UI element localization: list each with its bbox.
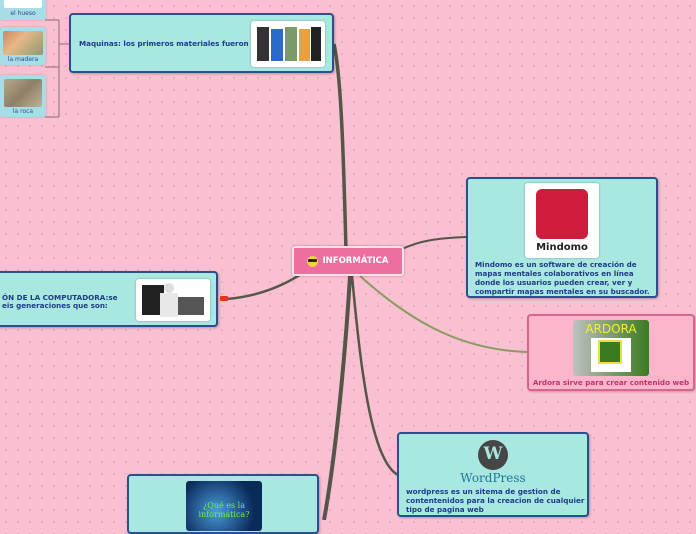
- wordpress-logo-icon: W: [478, 440, 508, 470]
- node-ardora[interactable]: ARDORA Ardora sirve para crear contenido…: [527, 314, 695, 391]
- informatica-image: ¿Qué es la informática?: [186, 481, 262, 531]
- node-text: Mindomo es un software de creación de ma…: [475, 260, 650, 296]
- central-topic[interactable]: INFORMÁTICA: [292, 246, 404, 276]
- material-label: el hueso: [10, 10, 36, 17]
- node-text-line2: eis generaciones que son:: [2, 301, 108, 310]
- computer-repair-image: [136, 279, 210, 321]
- wood-image: [3, 31, 43, 55]
- mindomo-logo: Mindomo: [525, 183, 599, 258]
- material-bone[interactable]: el hueso: [0, 0, 46, 20]
- material-label: la madera: [7, 56, 39, 63]
- node-text: Ardora sirve para crear contenido web: [532, 378, 690, 387]
- material-label: la roca: [12, 108, 34, 115]
- node-computer-generations[interactable]: ÓN DE LA COMPUTADORA:se eis generaciones…: [0, 271, 218, 327]
- bone-image: [4, 0, 42, 8]
- node-text-line1: ÓN DE LA COMPUTADORA:se: [2, 293, 118, 302]
- ardora-logo: ARDORA: [573, 320, 649, 376]
- node-text: Maquinas: los primeros materiales fueron: [79, 39, 249, 48]
- collapse-toggle-icon[interactable]: [220, 296, 228, 301]
- node-mindomo[interactable]: Mindomo Mindomo es un software de creaci…: [466, 177, 658, 298]
- material-wood[interactable]: la madera: [0, 27, 46, 65]
- central-topic-label: INFORMÁTICA: [322, 256, 389, 266]
- node-text: wordpress es un sitema de gestion de con…: [406, 487, 585, 514]
- node-what-is-informatica[interactable]: ¿Qué es la informática?: [127, 474, 319, 534]
- node-wordpress[interactable]: W WordPress wordpress es un sitema de ge…: [397, 432, 589, 517]
- material-rock[interactable]: la roca: [0, 75, 46, 117]
- node-machines[interactable]: Maquinas: los primeros materiales fueron: [69, 13, 334, 73]
- sunglasses-emoji-icon: [307, 255, 319, 267]
- rock-image: [4, 79, 42, 107]
- smartphones-image: [251, 21, 325, 67]
